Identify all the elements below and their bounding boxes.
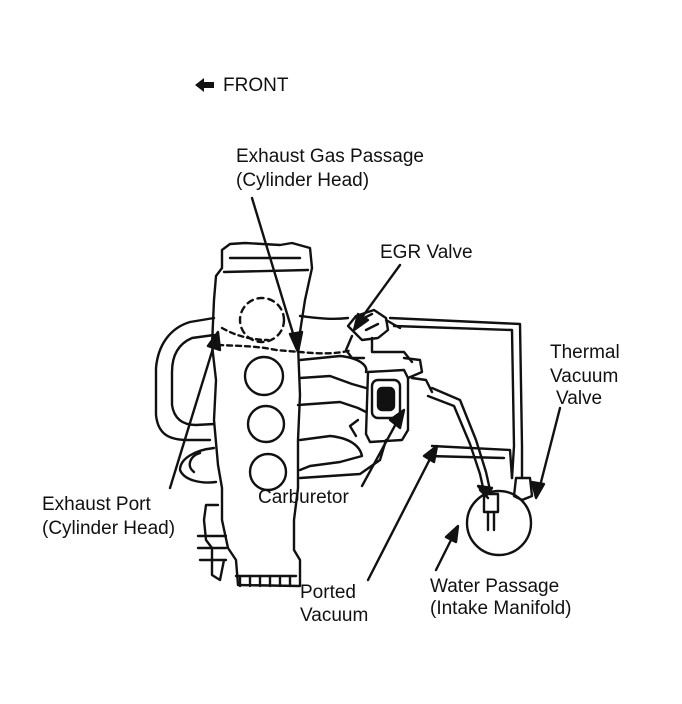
vacuum-hoses (388, 316, 524, 494)
egr-valve (344, 308, 414, 364)
label-ported: Ported (300, 582, 356, 603)
label-vacuum: Vacuum (550, 366, 619, 387)
front-indicator: FRONT (194, 73, 288, 97)
thermal-vacuum-valve (465, 476, 534, 557)
label-thermal: Thermal (550, 342, 620, 363)
label-exhaust-port-sub: (Cylinder Head) (42, 518, 176, 539)
left-arrow-icon (195, 78, 214, 92)
carburetor (364, 356, 434, 444)
label-egr-valve: EGR Valve (380, 242, 473, 263)
leader-lines (168, 196, 562, 582)
label-carburetor: Carburetor (258, 487, 349, 508)
label-exhaust-gas-passage: Exhaust Gas Passage (236, 146, 424, 167)
label-water-passage-sub: (Intake Manifold) (430, 598, 572, 619)
intake-manifold (296, 314, 388, 480)
exhaust-manifold (154, 316, 218, 484)
label-ported-vacuum: Vacuum (300, 605, 369, 626)
label-exhaust-port: Exhaust Port (42, 494, 151, 515)
front-label: FRONT (223, 74, 289, 96)
label-exhaust-gas-passage-sub: (Cylinder Head) (236, 170, 370, 191)
label-valve: Valve (556, 388, 603, 409)
cylinders (238, 296, 288, 492)
label-water-passage: Water Passage (430, 576, 560, 597)
cylinder-head (196, 241, 314, 588)
exhaust-gas-passage (216, 326, 354, 355)
